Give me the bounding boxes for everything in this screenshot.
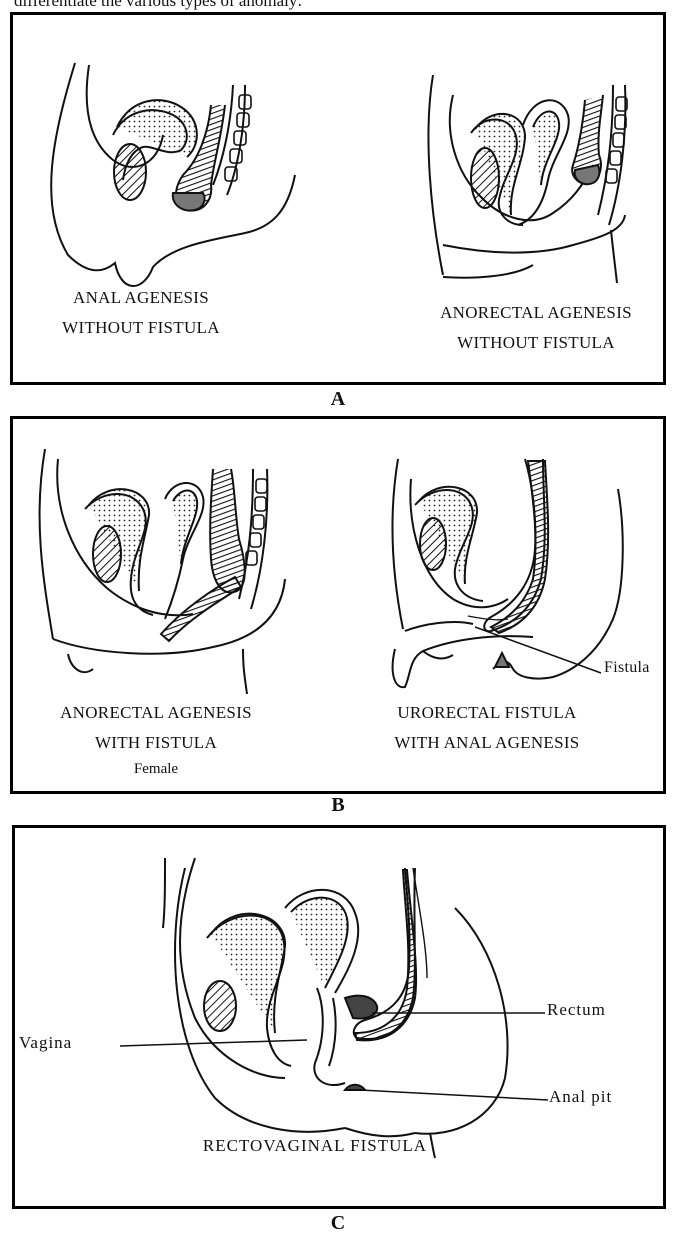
- panel-b-right-caption-line-2: WITH ANAL AGENESIS: [347, 728, 627, 758]
- panel-a: ANAL AGENESIS WITHOUT FISTULA ANORECTAL …: [10, 12, 666, 385]
- panel-b-right-caption-line-1: URORECTAL FISTULA: [347, 698, 627, 728]
- panel-b-left-caption: ANORECTAL AGENESIS WITH FISTULA Female: [21, 698, 291, 780]
- panel-a-right-caption-line-2: WITHOUT FISTULA: [411, 328, 661, 358]
- panel-a-left-caption-line-2: WITHOUT FISTULA: [31, 313, 251, 343]
- panel-a-right-caption-line-1: ANORECTAL AGENESIS: [411, 298, 661, 328]
- intro-text: differentiate the various types of anoma…: [14, 0, 302, 11]
- diagram-rectovaginal-fistula: [120, 858, 548, 1158]
- panel-c: Rectum Vagina Anal pit RECTOVAGINAL FIST…: [12, 825, 666, 1209]
- panel-b-right-caption: URORECTAL FISTULA WITH ANAL AGENESIS: [347, 698, 627, 758]
- panel-b-letter: B: [318, 794, 358, 817]
- panel-a-left-caption: ANAL AGENESIS WITHOUT FISTULA: [31, 283, 251, 343]
- panel-b-left-caption-line-3: Female: [21, 758, 291, 780]
- diagram-urorectal-fistula-with-anal-agenesis: [393, 459, 623, 687]
- panel-c-letter: C: [318, 1212, 358, 1235]
- label-vagina: Vagina: [19, 1033, 72, 1053]
- label-fistula: Fistula: [604, 659, 650, 677]
- diagram-anorectal-agenesis-without-fistula: [428, 75, 627, 283]
- panel-a-letter: A: [318, 388, 358, 411]
- panel-a-right-caption: ANORECTAL AGENESIS WITHOUT FISTULA: [411, 298, 661, 358]
- panel-b: Fistula ANORECTAL AGENESIS WITH FISTULA …: [10, 416, 666, 794]
- label-anal-pit: Anal pit: [549, 1087, 612, 1107]
- label-rectum: Rectum: [547, 1000, 606, 1020]
- panel-b-left-caption-line-1: ANORECTAL AGENESIS: [21, 698, 291, 728]
- diagram-anal-agenesis-without-fistula: [51, 63, 295, 286]
- panel-b-left-caption-line-2: WITH FISTULA: [21, 728, 291, 758]
- panel-c-caption: RECTOVAGINAL FISTULA: [105, 1131, 525, 1161]
- panel-a-left-caption-line-1: ANAL AGENESIS: [31, 283, 251, 313]
- diagram-anorectal-agenesis-with-fistula: [40, 449, 285, 694]
